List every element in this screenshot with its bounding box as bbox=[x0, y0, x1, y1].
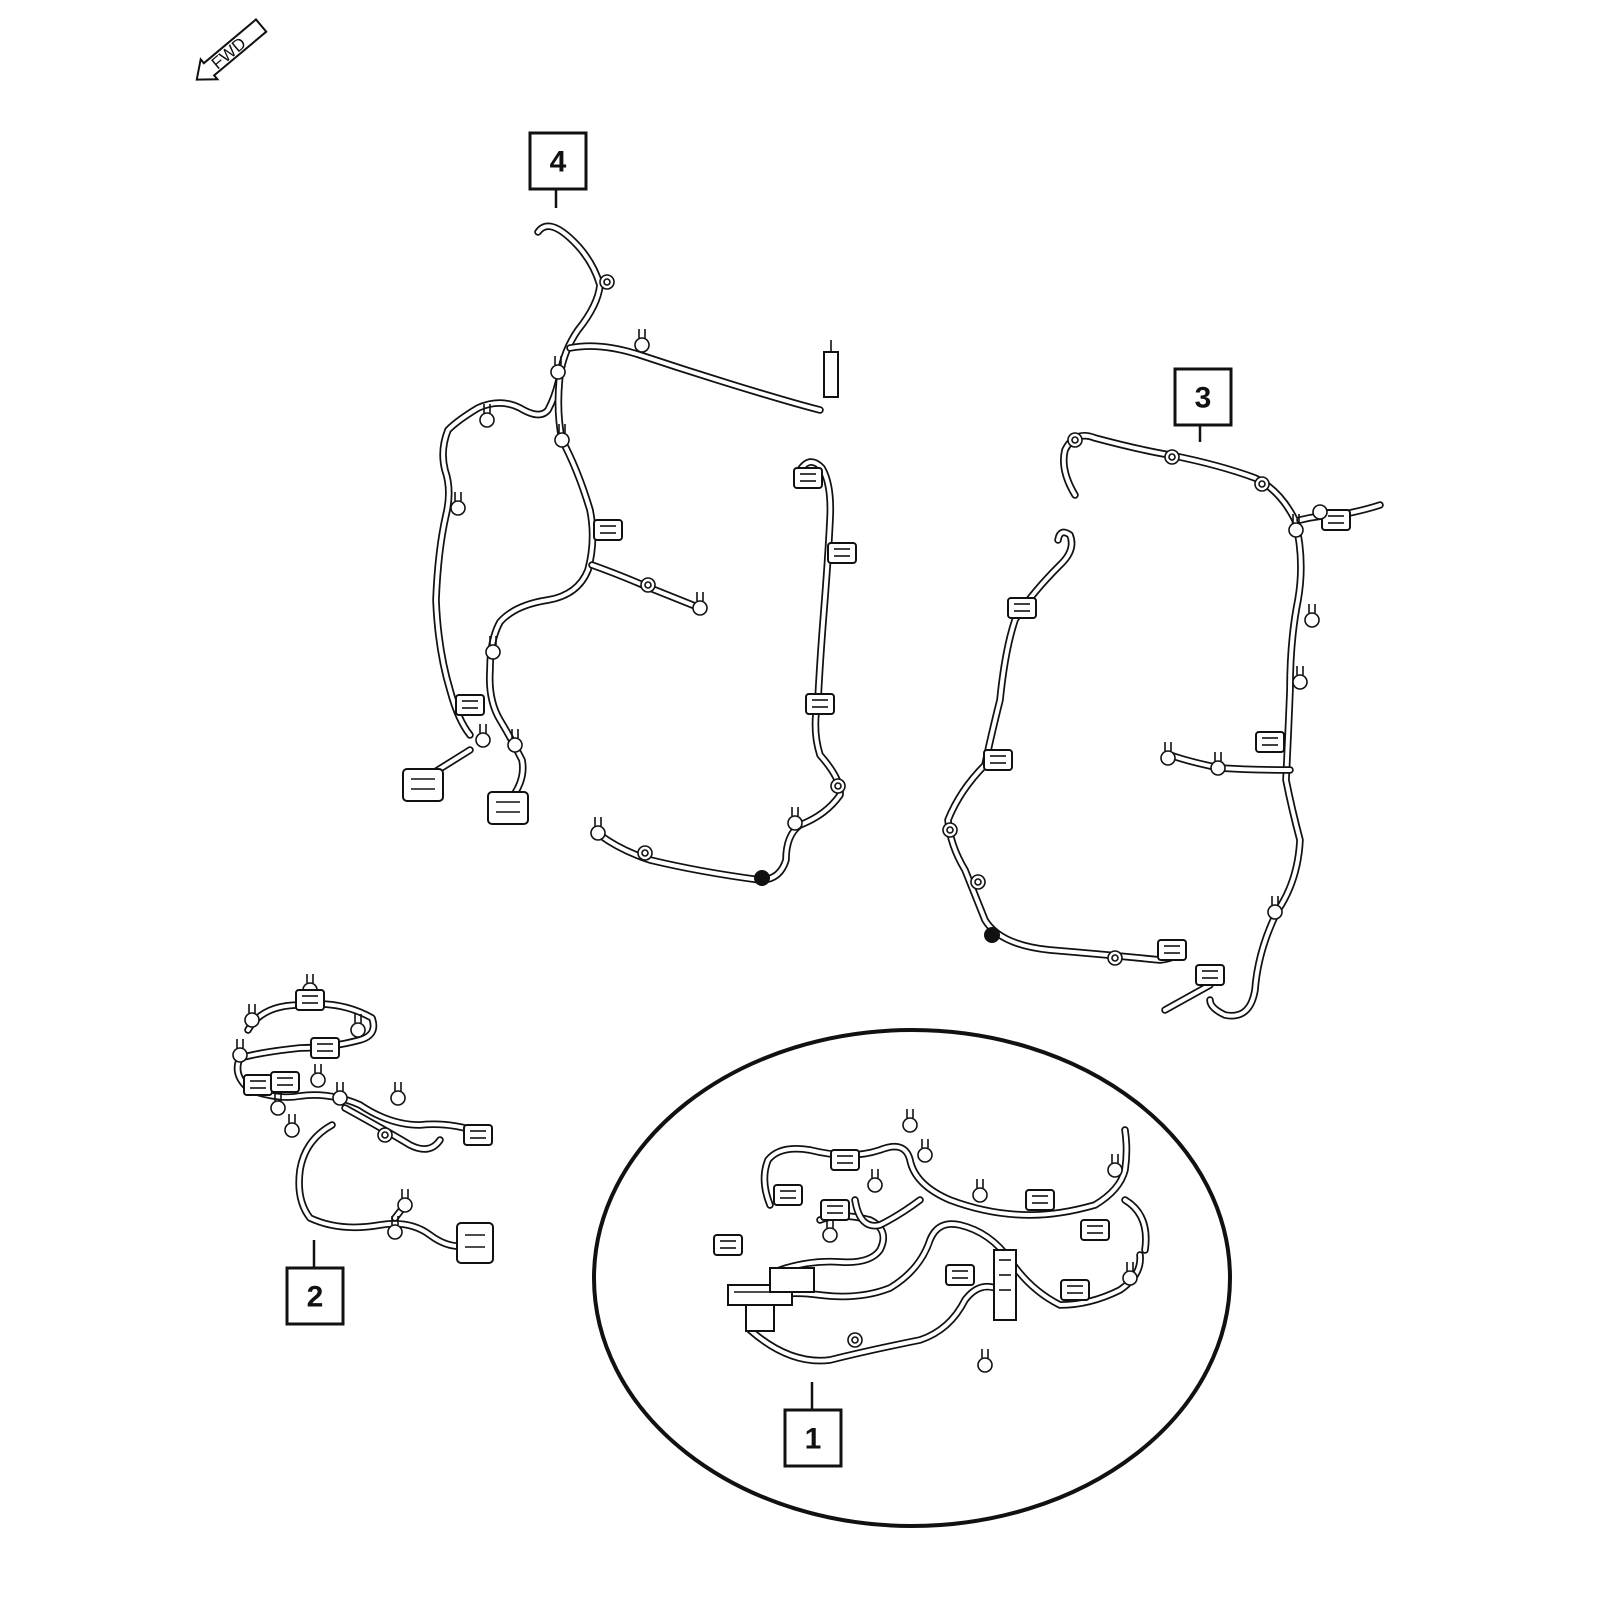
harness-1-connectors bbox=[713, 1108, 1138, 1373]
callout-3-box bbox=[1173, 367, 1233, 427]
harness-2-wires bbox=[233, 1000, 482, 1250]
harness-4-wires bbox=[426, 222, 844, 884]
harness-1-wires bbox=[746, 1126, 1150, 1365]
harness-3-wires bbox=[944, 432, 1384, 1020]
callout-1-number: 1 bbox=[805, 1423, 822, 1456]
harness-4-connectors bbox=[402, 274, 857, 886]
harness-part-1: 1 bbox=[592, 1028, 1232, 1528]
callout-3-number: 3 bbox=[1195, 382, 1212, 415]
harness-2-connectors bbox=[232, 973, 494, 1264]
harness-part-4: 4 bbox=[402, 131, 857, 886]
harness-3-connectors bbox=[942, 432, 1351, 986]
harness-part-2: 2 bbox=[232, 973, 494, 1326]
callout-4-number: 4 bbox=[550, 146, 567, 179]
callout-2-box bbox=[285, 1266, 345, 1326]
forward-direction-arrow: FWD bbox=[195, 18, 268, 81]
callout-1-box bbox=[783, 1408, 843, 1468]
callout-2-number: 2 bbox=[307, 1281, 324, 1314]
callout-4-box bbox=[528, 131, 588, 191]
harness-1-highlight-ellipse bbox=[592, 1028, 1232, 1528]
harness-part-3: 3 bbox=[942, 367, 1384, 1020]
